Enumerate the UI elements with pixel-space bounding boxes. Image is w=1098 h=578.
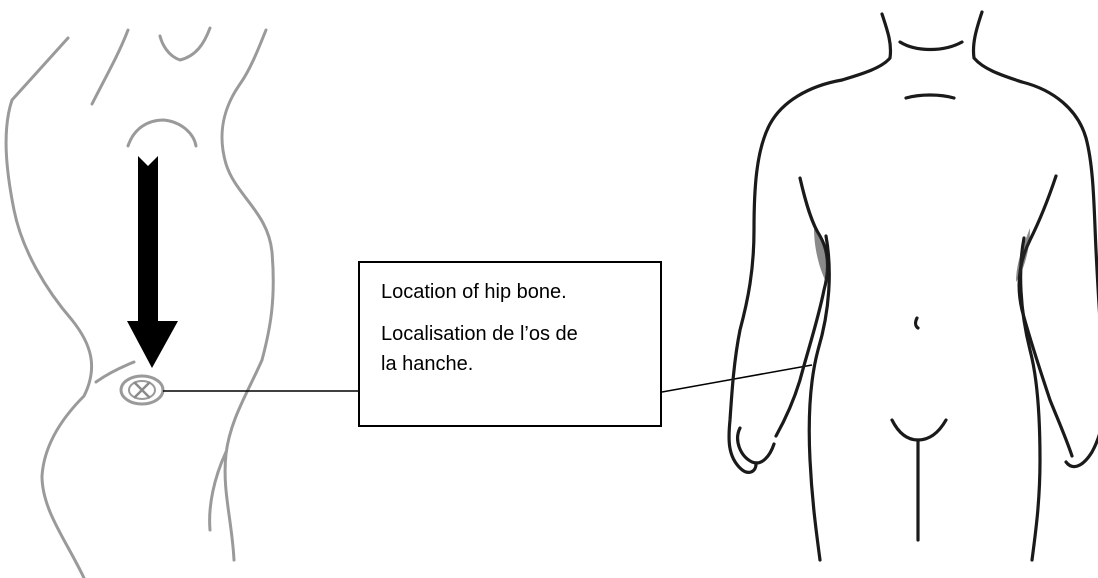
front-view-left-hand [738, 428, 774, 463]
front-view-left-arm-inner [776, 178, 827, 436]
front-view-navel [916, 318, 918, 328]
side-view-shoulder-line [92, 30, 128, 104]
front-view-neck-left [842, 14, 891, 80]
front-view-neck-right [973, 12, 1022, 82]
front-view-figure [729, 12, 1098, 560]
front-view-shading [814, 228, 1030, 282]
side-view-thigh-line [210, 452, 226, 530]
front-view-right-arm-inner [1019, 176, 1072, 456]
side-view-back-outline [6, 38, 92, 578]
side-view-front-outline [222, 30, 273, 560]
callout-english-text: Location of hip bone. [381, 277, 660, 307]
front-view-right-arm-outer [1022, 82, 1098, 467]
side-view-waist-arc [128, 120, 196, 146]
circled-x-marker-icon [121, 376, 163, 404]
side-view-arm-line [160, 28, 210, 60]
callout-french-text-line-2: la hanche. [381, 349, 660, 379]
callout-box: Location of hip bone. Localisation de l’… [358, 261, 662, 427]
callout-leader-right [662, 365, 812, 392]
front-view-neck-inner [900, 42, 962, 50]
down-arrow-icon [127, 156, 178, 368]
callout-french-text-line-1: Localisation de l’os de [381, 319, 660, 349]
front-view-groin [892, 420, 946, 440]
front-view-collarbone [906, 95, 954, 98]
front-view-right-torso [1021, 238, 1040, 560]
